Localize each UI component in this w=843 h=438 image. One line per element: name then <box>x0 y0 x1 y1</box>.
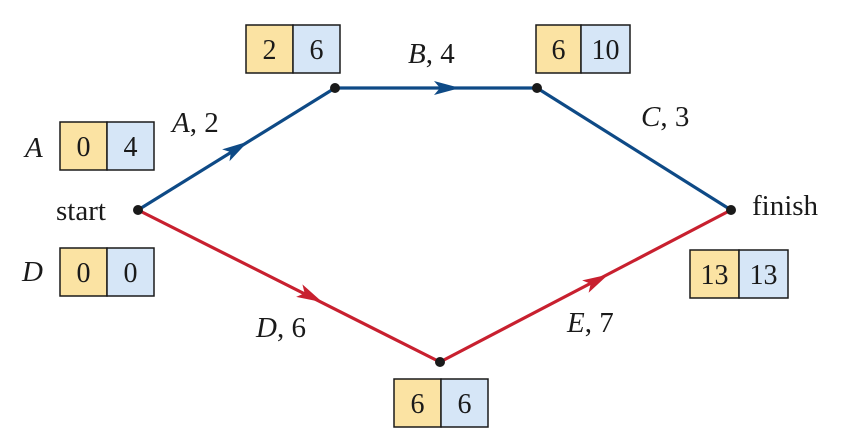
time-box-late-value: 13 <box>750 260 778 291</box>
edge-C-line <box>536 86 732 212</box>
time-box-early-value: 2 <box>263 35 277 66</box>
time-box-A-start: A 0 4 <box>23 121 155 171</box>
time-box-late-cell <box>580 24 631 74</box>
time-box-early-cell <box>59 247 108 297</box>
time-box-early-cell <box>59 121 108 171</box>
time-box-finish: 13 13 <box>689 249 789 299</box>
edge-D-label: D, 6 <box>255 312 306 344</box>
edge-D-line <box>137 208 441 364</box>
time-box-late-value: 10 <box>592 35 620 66</box>
time-box-late-value: 6 <box>458 389 472 420</box>
node-start-dot <box>133 205 143 215</box>
node-top-right-dot <box>532 83 542 93</box>
node-finish-label: finish <box>752 190 819 222</box>
time-box-D-start: D 0 0 <box>21 247 155 297</box>
edge-A-arrow <box>222 141 248 162</box>
time-box-late-cell <box>106 121 155 171</box>
time-box-top-left: 2 6 <box>245 24 341 74</box>
time-box-prefix: D <box>21 256 43 288</box>
time-box-early-cell <box>689 249 740 299</box>
time-box-late-value: 6 <box>310 35 324 66</box>
time-box-early-value: 0 <box>77 132 91 163</box>
time-box-late-cell <box>738 249 789 299</box>
time-box-early-value: 13 <box>701 260 729 291</box>
time-box-early-value: 6 <box>552 35 566 66</box>
edge-E-line <box>439 208 732 364</box>
edge-B-arrow <box>434 81 460 95</box>
time-box-late-cell <box>106 247 155 297</box>
time-box-early-value: 0 <box>77 258 91 289</box>
time-box-late-value: 4 <box>124 132 138 163</box>
time-box-prefix: A <box>23 132 43 164</box>
node-bottom-dot <box>435 357 445 367</box>
time-box-bottom: 6 6 <box>393 378 489 428</box>
node-finish-dot <box>726 205 736 215</box>
node-start-label: start <box>56 195 106 227</box>
edge-A-label: A, 2 <box>170 107 219 139</box>
time-box-late-value: 0 <box>124 258 138 289</box>
edge-D-arrow <box>296 284 323 303</box>
edge-E-arrow <box>582 274 609 293</box>
edge-C-label: C, 3 <box>641 101 689 133</box>
time-box-top-right: 6 10 <box>535 24 631 74</box>
node-top-left-dot <box>330 83 340 93</box>
time-box-late-cell <box>440 378 489 428</box>
edge-B-label: B, 4 <box>408 38 455 70</box>
time-box-early-value: 6 <box>411 389 425 420</box>
edge-E-label: E, 7 <box>566 307 614 339</box>
time-box-late-cell <box>292 24 341 74</box>
